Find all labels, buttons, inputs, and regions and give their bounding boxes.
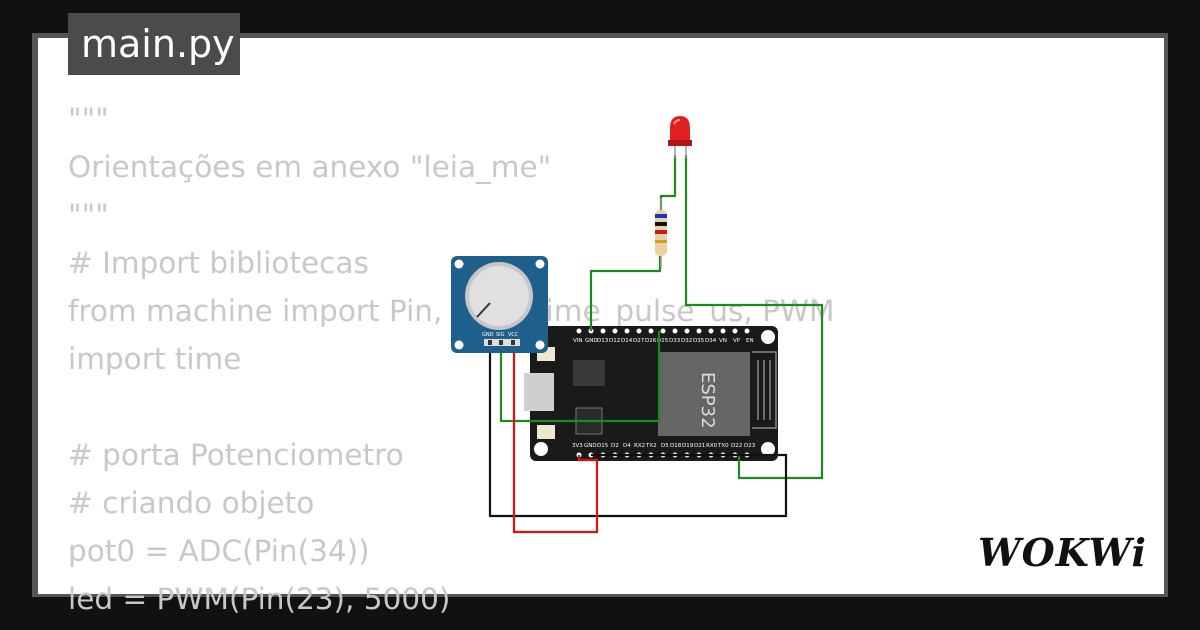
code-line: Orientações em anexo "leia_me" bbox=[68, 150, 552, 184]
pin-label: GND bbox=[585, 338, 598, 344]
pin-label: D35 bbox=[693, 338, 705, 344]
pin-label: D19 bbox=[682, 443, 694, 449]
file-tab-label: main.py bbox=[81, 22, 235, 66]
potentiometer[interactable]: GND SIG VCC bbox=[451, 256, 548, 353]
pin-label: GND bbox=[584, 443, 597, 449]
wokwi-logo: WOKWi bbox=[976, 528, 1148, 582]
code-view: """ Orientações em anexo "leia_me" """ # Im… bbox=[68, 95, 835, 623]
pot-pin-label: SIG bbox=[496, 332, 505, 338]
resistor[interactable] bbox=[655, 198, 667, 268]
pin-label: EN bbox=[746, 338, 754, 344]
wire-green bbox=[659, 155, 677, 210]
esp32-board[interactable]: ESP32 bbox=[524, 326, 778, 461]
pin-label: D5 bbox=[661, 443, 669, 449]
code-line: # Import bibliotecas bbox=[68, 246, 369, 280]
pin-label: D15 bbox=[597, 443, 609, 449]
pin-label: RX2 bbox=[634, 443, 645, 449]
pin-label: D33 bbox=[669, 338, 681, 344]
code-line: # porta Potenciometro bbox=[68, 438, 404, 472]
pin-label: D18 bbox=[670, 443, 682, 449]
pin-label: D4 bbox=[623, 443, 631, 449]
led[interactable] bbox=[668, 116, 692, 158]
pin-label: D21 bbox=[694, 443, 705, 449]
pin-label: D32 bbox=[681, 338, 692, 344]
bottom-pin-labels: 3V3 GND D15 D2 D4 RX2 TX2 D5 D18 D19 D21… bbox=[572, 443, 756, 449]
pin-headers bbox=[576, 328, 750, 458]
wire-black bbox=[488, 340, 788, 518]
pin-label: D2 bbox=[611, 443, 619, 449]
pin-label: D12 bbox=[609, 338, 620, 344]
pin-label: D14 bbox=[621, 338, 633, 344]
pin-label: VN bbox=[719, 338, 727, 344]
wire-red bbox=[512, 340, 599, 534]
pin-label: D25 bbox=[657, 338, 669, 344]
simulation-canvas bbox=[38, 38, 1164, 594]
pot-pin-label: VCC bbox=[508, 332, 519, 338]
pin-label: D34 bbox=[705, 338, 717, 344]
wire-green bbox=[684, 155, 824, 480]
pot-pin-label: GND bbox=[482, 332, 494, 338]
pin-label: D23 bbox=[744, 443, 756, 449]
pin-label: D13 bbox=[597, 338, 609, 344]
pin-label: TX0 bbox=[717, 443, 729, 449]
file-tab[interactable]: main.py bbox=[68, 13, 240, 75]
pin-label: VIN bbox=[573, 338, 583, 344]
wire-green bbox=[589, 256, 662, 331]
potentiometer-knob[interactable] bbox=[476, 302, 491, 318]
pin-label: RX0 bbox=[706, 443, 718, 449]
pin-label: D22 bbox=[731, 443, 742, 449]
pin-label: D27 bbox=[633, 338, 645, 344]
code-line: pot0 = ADC(Pin(34)) bbox=[68, 534, 370, 568]
code-line: """ bbox=[68, 102, 109, 136]
code-line: led = PWM(Pin(23), 5000) bbox=[68, 582, 451, 616]
wires bbox=[488, 155, 824, 534]
code-line: """ bbox=[68, 198, 109, 232]
code-line: import time bbox=[68, 342, 242, 376]
chip-label: ESP32 bbox=[697, 372, 718, 429]
code-line: # criando objeto bbox=[68, 486, 315, 520]
pin-label: 3V3 bbox=[572, 443, 583, 449]
top-pin-labels: VIN GND D13 D12 D14 D27 D26 D25 D33 D32 … bbox=[573, 338, 754, 344]
pin-label: VP bbox=[733, 338, 741, 344]
wire-green bbox=[499, 331, 661, 423]
pin-label: TX2 bbox=[645, 443, 657, 449]
pin-label: D26 bbox=[645, 338, 657, 344]
logo-text: WOKWi bbox=[978, 530, 1147, 575]
